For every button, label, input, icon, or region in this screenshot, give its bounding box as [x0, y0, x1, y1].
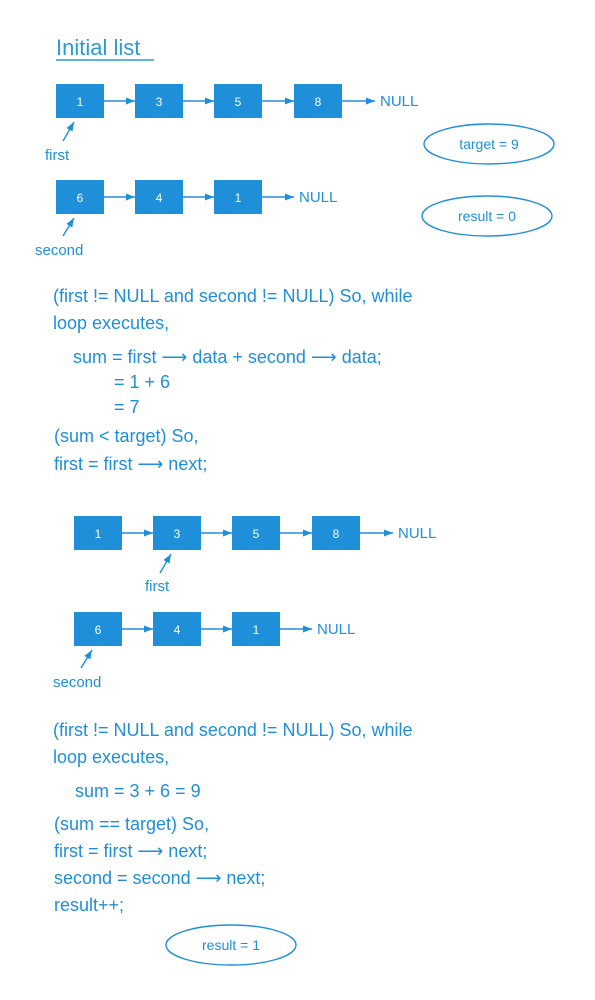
list-node	[232, 516, 280, 550]
node-value: 5	[253, 527, 260, 541]
list-node	[56, 180, 104, 214]
null-label: NULL	[299, 189, 337, 206]
step2-first-list: 1 3 5 8 NULL	[74, 516, 436, 550]
list-node	[214, 180, 262, 214]
null-label: NULL	[317, 621, 355, 638]
first-pointer-label: first	[45, 147, 70, 164]
step2-second-list: 6 4 1 NULL	[74, 612, 355, 646]
node-value: 1	[235, 191, 242, 205]
code-line: sum = first ⟶ data + second ⟶ data;	[73, 347, 382, 367]
second-pointer-label: second	[53, 674, 101, 691]
code-line: (sum == target) So,	[54, 814, 209, 834]
code-line: first = first ⟶ next;	[54, 841, 207, 861]
second-pointer-arrow	[80, 649, 93, 669]
list-node	[153, 516, 201, 550]
node-value: 1	[95, 527, 102, 541]
first-pointer-arrow	[159, 553, 172, 574]
list-node	[135, 180, 183, 214]
list-node	[74, 516, 122, 550]
code-line: second = second ⟶ next;	[54, 868, 265, 888]
step1-first-list: 1 3 5 8 NULL	[56, 84, 418, 118]
code-line: (sum < target) So,	[54, 426, 199, 446]
node-value: 6	[95, 623, 102, 637]
node-value: 8	[333, 527, 340, 541]
code-line: loop executes,	[53, 313, 169, 333]
heading: Initial list	[56, 35, 140, 60]
node-value: 5	[235, 95, 242, 109]
code-block-1: (first != NULL and second != NULL) So, w…	[53, 286, 413, 474]
node-value: 4	[174, 623, 181, 637]
list-node	[74, 612, 122, 646]
code-block-2: (first != NULL and second != NULL) So, w…	[53, 720, 413, 915]
code-line: (first != NULL and second != NULL) So, w…	[53, 720, 413, 740]
list-node	[294, 84, 342, 118]
step1-second-list: 6 4 1 NULL	[56, 180, 337, 214]
null-label: NULL	[398, 525, 436, 542]
final-result-label: result = 1	[202, 937, 260, 953]
first-pointer-label: first	[145, 578, 170, 595]
code-line: loop executes,	[53, 747, 169, 767]
null-label: NULL	[380, 93, 418, 110]
node-value: 6	[77, 191, 84, 205]
list-node	[153, 612, 201, 646]
node-value: 1	[253, 623, 260, 637]
node-value: 4	[156, 191, 163, 205]
target-ellipse	[423, 123, 555, 165]
list-node	[56, 84, 104, 118]
result-ellipse	[421, 195, 553, 237]
target-label: target = 9	[459, 136, 519, 152]
list-node	[232, 612, 280, 646]
code-line: result++;	[54, 895, 124, 915]
second-pointer-label: second	[35, 242, 83, 259]
node-value: 3	[156, 95, 163, 109]
result-label: result = 0	[458, 208, 516, 224]
node-value: 1	[77, 95, 84, 109]
node-value: 3	[174, 527, 181, 541]
code-line: = 1 + 6	[114, 372, 170, 392]
code-line: first = first ⟶ next;	[54, 454, 207, 474]
list-node	[312, 516, 360, 550]
second-pointer-arrow	[62, 217, 75, 237]
final-result-ellipse	[165, 924, 297, 966]
list-node	[135, 84, 183, 118]
node-value: 8	[315, 95, 322, 109]
code-line: = 7	[114, 397, 140, 417]
code-line: (first != NULL and second != NULL) So, w…	[53, 286, 413, 306]
first-pointer-arrow	[62, 121, 75, 142]
code-line: sum = 3 + 6 = 9	[75, 781, 201, 801]
list-node	[214, 84, 262, 118]
